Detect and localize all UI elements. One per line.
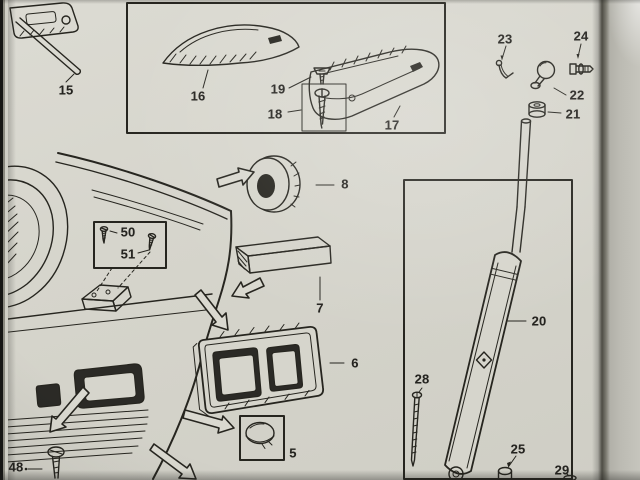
part-label-19: 19 [270, 81, 286, 97]
part-17-panel [308, 45, 440, 120]
part-19-screw [288, 67, 331, 89]
part-label-48: 48 [8, 459, 24, 475]
part-label-16: 16 [190, 88, 206, 104]
part-label-20: 20 [531, 313, 547, 329]
part-20-damper [444, 206, 527, 480]
part-25-bushing [497, 455, 517, 479]
part-23-clip [495, 45, 514, 79]
part-label-6: 6 [351, 355, 359, 371]
part-label-15: 15 [58, 82, 74, 98]
part-48-screw [24, 446, 65, 479]
pointer-arrows [49, 167, 265, 480]
part-24-stud [569, 43, 594, 75]
part-label-23: 23 [497, 31, 513, 47]
arrow-to-part-8 [216, 167, 255, 188]
inset-box [126, 2, 446, 134]
arrow-to-part-6 [194, 289, 229, 331]
part-16-panel [162, 24, 300, 89]
part-label-25: 25 [510, 441, 526, 457]
part-label-7: 7 [316, 300, 324, 316]
dash-bracket [81, 284, 132, 312]
part-8-grommet [246, 155, 335, 213]
part-label-51: 51 [120, 246, 136, 262]
part-label-24: 24 [573, 28, 589, 44]
arrow-bottom [149, 443, 197, 480]
part-21-bushing [528, 101, 562, 118]
part-label-29: 29 [554, 462, 570, 478]
part-22-ball-stud [530, 60, 567, 96]
part-label-50: 50 [120, 224, 136, 240]
damper-push-rod [516, 118, 532, 208]
damper-box [403, 179, 573, 480]
part-5-plug [239, 415, 285, 461]
part-18-screw [287, 83, 347, 132]
part-label-5: 5 [289, 445, 297, 461]
part-label-18: 18 [267, 106, 283, 122]
part-6-bezel [192, 322, 345, 418]
part-7-pad [235, 236, 332, 301]
arrow-to-part-5 [182, 409, 235, 434]
dashboard-illustration [0, 152, 233, 480]
part-label-28: 28 [414, 371, 430, 387]
part-label-22: 22 [569, 87, 585, 103]
part-28-screw [410, 387, 423, 467]
arrow-from-part-7 [231, 277, 265, 299]
part-label-21: 21 [565, 106, 581, 122]
part-label-17: 17 [384, 117, 400, 133]
arrow-to-part-48 [49, 386, 90, 433]
part-29-washer [563, 472, 577, 480]
screws-50-51-box [93, 221, 167, 292]
part-label-8: 8 [341, 176, 349, 192]
part-15-bracket [9, 2, 81, 83]
